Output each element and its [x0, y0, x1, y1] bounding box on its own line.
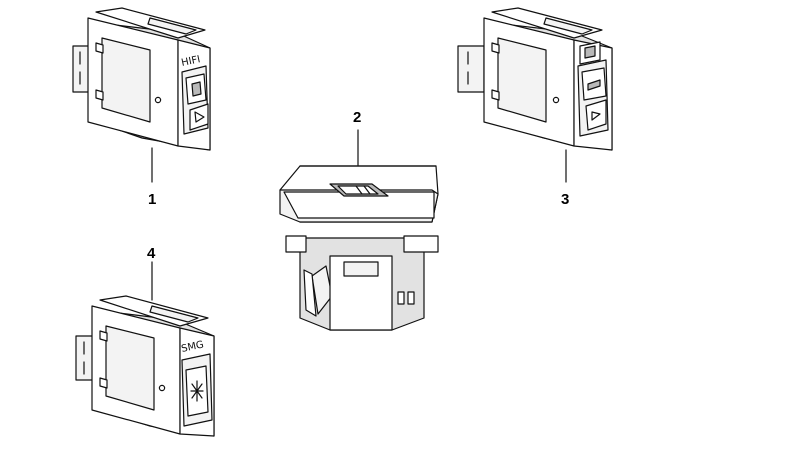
callout-3: 3: [561, 191, 569, 208]
switch-1-hifi: HIFI: [72, 7, 211, 151]
switch-4-marking: SMG: [180, 339, 205, 354]
callout-2: 2: [353, 109, 361, 126]
callout-1: 1: [148, 191, 156, 208]
callout-4: 4: [147, 245, 156, 262]
switch-2: [279, 165, 439, 331]
switch-4-smg: SMG: [75, 295, 215, 437]
switch-1-marking: HIFI: [180, 54, 201, 69]
switch-3: [457, 7, 613, 151]
